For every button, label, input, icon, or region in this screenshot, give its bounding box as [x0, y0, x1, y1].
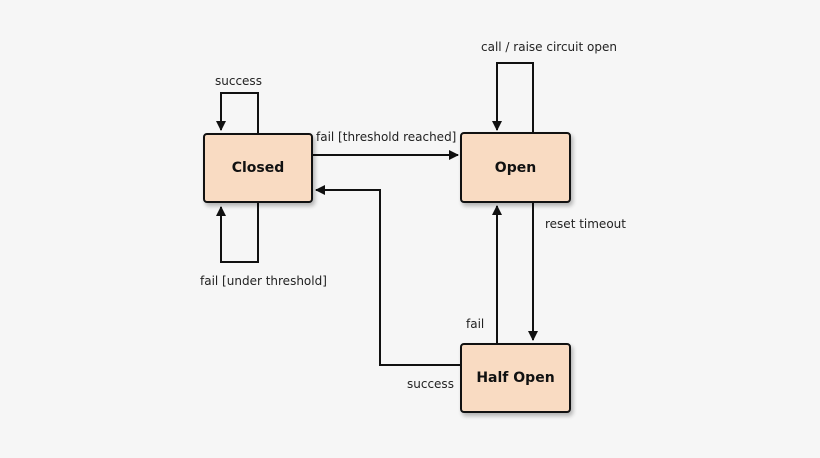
- closed-fail-loop-arrow: [216, 203, 259, 263]
- label-open-self-loop: call / raise circuit open: [481, 40, 617, 54]
- state-closed: Closed: [203, 133, 313, 203]
- label-closed-success: success: [215, 74, 262, 88]
- half-open-to-closed-arrow: [315, 185, 461, 366]
- closed-success-loop-arrow: [216, 92, 259, 133]
- state-half-open: Half Open: [460, 343, 571, 413]
- label-closed-fail-under-threshold: fail [under threshold]: [200, 274, 327, 288]
- state-open: Open: [460, 132, 571, 203]
- label-half-open-fail: fail: [466, 317, 485, 331]
- state-open-label: Open: [494, 159, 537, 176]
- label-reset-timeout: reset timeout: [545, 217, 626, 231]
- label-half-open-success: success: [407, 377, 454, 391]
- state-closed-label: Closed: [231, 160, 285, 176]
- state-half-open-label: Half Open: [476, 370, 555, 386]
- open-self-loop-arrow: [492, 62, 534, 132]
- label-closed-to-open: fail [threshold reached]: [316, 130, 457, 144]
